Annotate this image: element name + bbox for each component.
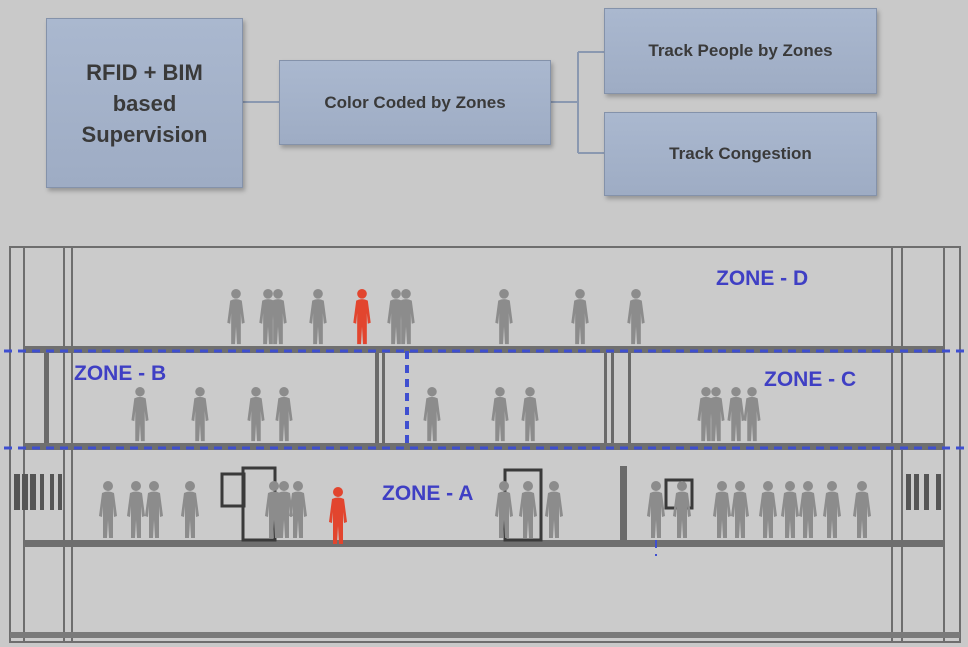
supervision-box: RFID + BIM based Supervision xyxy=(46,18,243,188)
supervision-label: RFID + BIM based Supervision xyxy=(81,59,208,147)
side-vents xyxy=(14,474,941,510)
building-section xyxy=(4,246,964,643)
track-people-label: Track People by Zones xyxy=(648,41,833,60)
zone-b-label: ZONE - B xyxy=(74,362,167,385)
color-coded-box: Color Coded by Zones xyxy=(279,60,551,145)
flow-connectors xyxy=(243,51,604,154)
track-congestion-box: Track Congestion xyxy=(604,112,877,196)
interior-walls xyxy=(44,353,631,540)
zone-c-label: ZONE - C xyxy=(764,368,857,391)
color-coded-label: Color Coded by Zones xyxy=(324,92,506,112)
zone-d-label: ZONE - D xyxy=(716,267,809,290)
track-people-box: Track People by Zones xyxy=(604,8,877,94)
zone-boundaries xyxy=(4,349,964,556)
zone-a-label: ZONE - A xyxy=(382,482,474,505)
track-congestion-label: Track Congestion xyxy=(669,144,812,163)
